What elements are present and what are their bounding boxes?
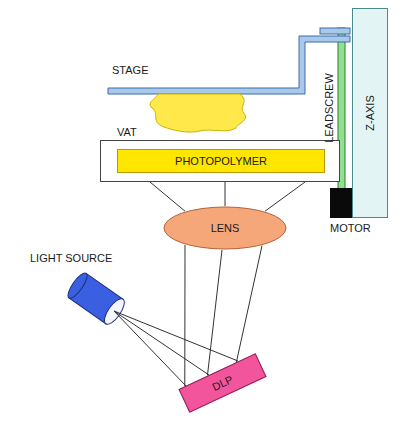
- printed-part: [150, 94, 245, 132]
- light-ray: [225, 182, 226, 206]
- light-ray: [207, 250, 222, 375]
- part-label: LIGHT SOURCE: [30, 252, 112, 264]
- leadscrew-nut: [320, 28, 350, 34]
- node-text: DLP: [210, 373, 235, 393]
- node-text: Z-AXIS: [364, 95, 376, 130]
- light-ray: [184, 245, 185, 386]
- node-text: PHOTOPOLYMER: [175, 155, 267, 167]
- motor-block: [330, 188, 352, 218]
- lens-shape: [164, 207, 286, 249]
- part-label: MOTOR: [330, 222, 371, 234]
- stage-arm: [108, 36, 350, 94]
- dlp-chip: DLP: [178, 353, 266, 412]
- vat-heading: VAT: [117, 126, 137, 138]
- lens-ellipse: LENS: [163, 206, 287, 250]
- node-text: LENS: [211, 222, 240, 234]
- light-ray: [114, 311, 238, 361]
- photopolymer-box: PHOTOPOLYMER: [117, 149, 325, 173]
- part-label: LEADSCREW: [323, 73, 335, 143]
- light-ray: [114, 311, 209, 375]
- light-ray: [265, 182, 305, 211]
- light-ray: [114, 311, 186, 386]
- light-ray: [150, 182, 185, 211]
- light-source-symbol: [65, 271, 128, 328]
- light-ray: [236, 246, 262, 362]
- vat-box: VATPHOTOPOLYMER: [100, 140, 340, 182]
- lamp-back: [65, 271, 90, 301]
- part-label: STAGE: [112, 64, 148, 76]
- z-axis-column: Z-AXIS: [352, 8, 388, 218]
